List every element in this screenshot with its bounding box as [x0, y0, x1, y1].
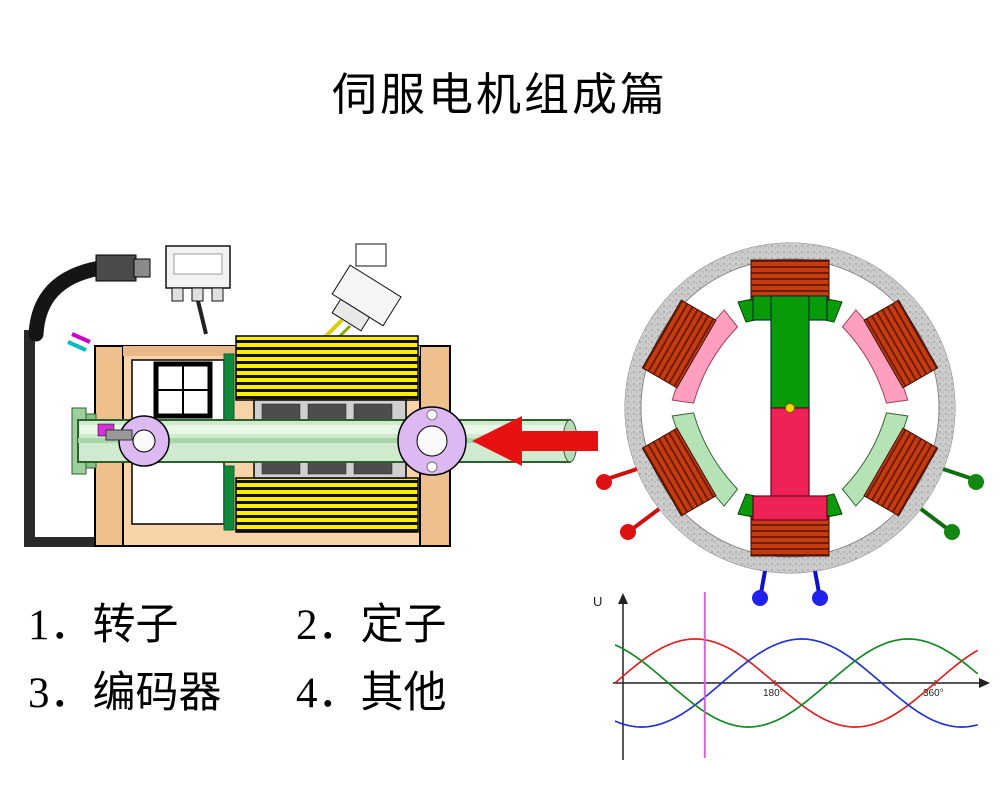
bearing-right — [397, 406, 467, 476]
stator-pole-upper-left — [641, 299, 739, 404]
rotor-center-pivot — [785, 403, 795, 413]
stator-winding-bottom — [235, 477, 419, 533]
bearing-left — [118, 415, 170, 467]
rotor-magnet — [752, 295, 828, 521]
x-tick-360: 360° — [923, 688, 944, 699]
component-list: 1．转子 2．定子 3．编码器 4．其他 — [28, 592, 447, 728]
list-item-other: 4．其他 — [296, 670, 447, 717]
phase-leads-red — [596, 467, 661, 540]
encoder-connector — [165, 245, 231, 335]
x-tick-180: 180° — [763, 688, 784, 699]
y-axis-label: U — [593, 594, 602, 609]
shaft-screw — [105, 429, 133, 441]
waveform-phase-w — [614, 638, 979, 728]
x-axis-arrow — [979, 678, 990, 688]
motor-cutaway-svg — [24, 243, 598, 547]
three-phase-waveform-chart: U 180° 360° — [585, 588, 995, 773]
shaft-pointer-arrow — [472, 416, 598, 466]
encoder-detail-cyan — [67, 340, 87, 352]
waveform-svg: U 180° 360° — [593, 592, 990, 760]
pcb-strip-top — [223, 353, 235, 427]
stator-pole-lower-right — [841, 412, 939, 517]
page-title: 伺服电机组成篇 — [331, 70, 668, 120]
mounting-bracket — [24, 330, 96, 547]
waveform-axes — [613, 593, 990, 760]
encoder-detail-magenta — [71, 332, 91, 344]
motor-cross-section-figure — [590, 208, 990, 608]
phase-leads-blue — [752, 570, 828, 606]
list-item-encoder: 3．编码器 — [28, 670, 222, 717]
signal-cable — [28, 254, 151, 342]
stator-ring — [624, 242, 956, 574]
waveform-traces — [614, 592, 979, 758]
waveform-phase-v — [614, 638, 978, 728]
phase-leads-green — [919, 467, 984, 540]
list-item-stator: 2．定子 — [296, 602, 447, 649]
list-item-rotor: 1．转子 — [28, 602, 179, 649]
motor-cross-section-svg — [596, 242, 984, 606]
pcb-strip-bottom — [223, 465, 235, 531]
stator-pole-lower-left — [641, 412, 739, 517]
waveform-phase-u — [614, 638, 979, 728]
motor-cutaway-figure — [20, 238, 600, 568]
y-axis-arrow — [618, 593, 628, 604]
stator-pole-upper-right — [841, 299, 939, 404]
stator-winding-top — [235, 335, 419, 401]
